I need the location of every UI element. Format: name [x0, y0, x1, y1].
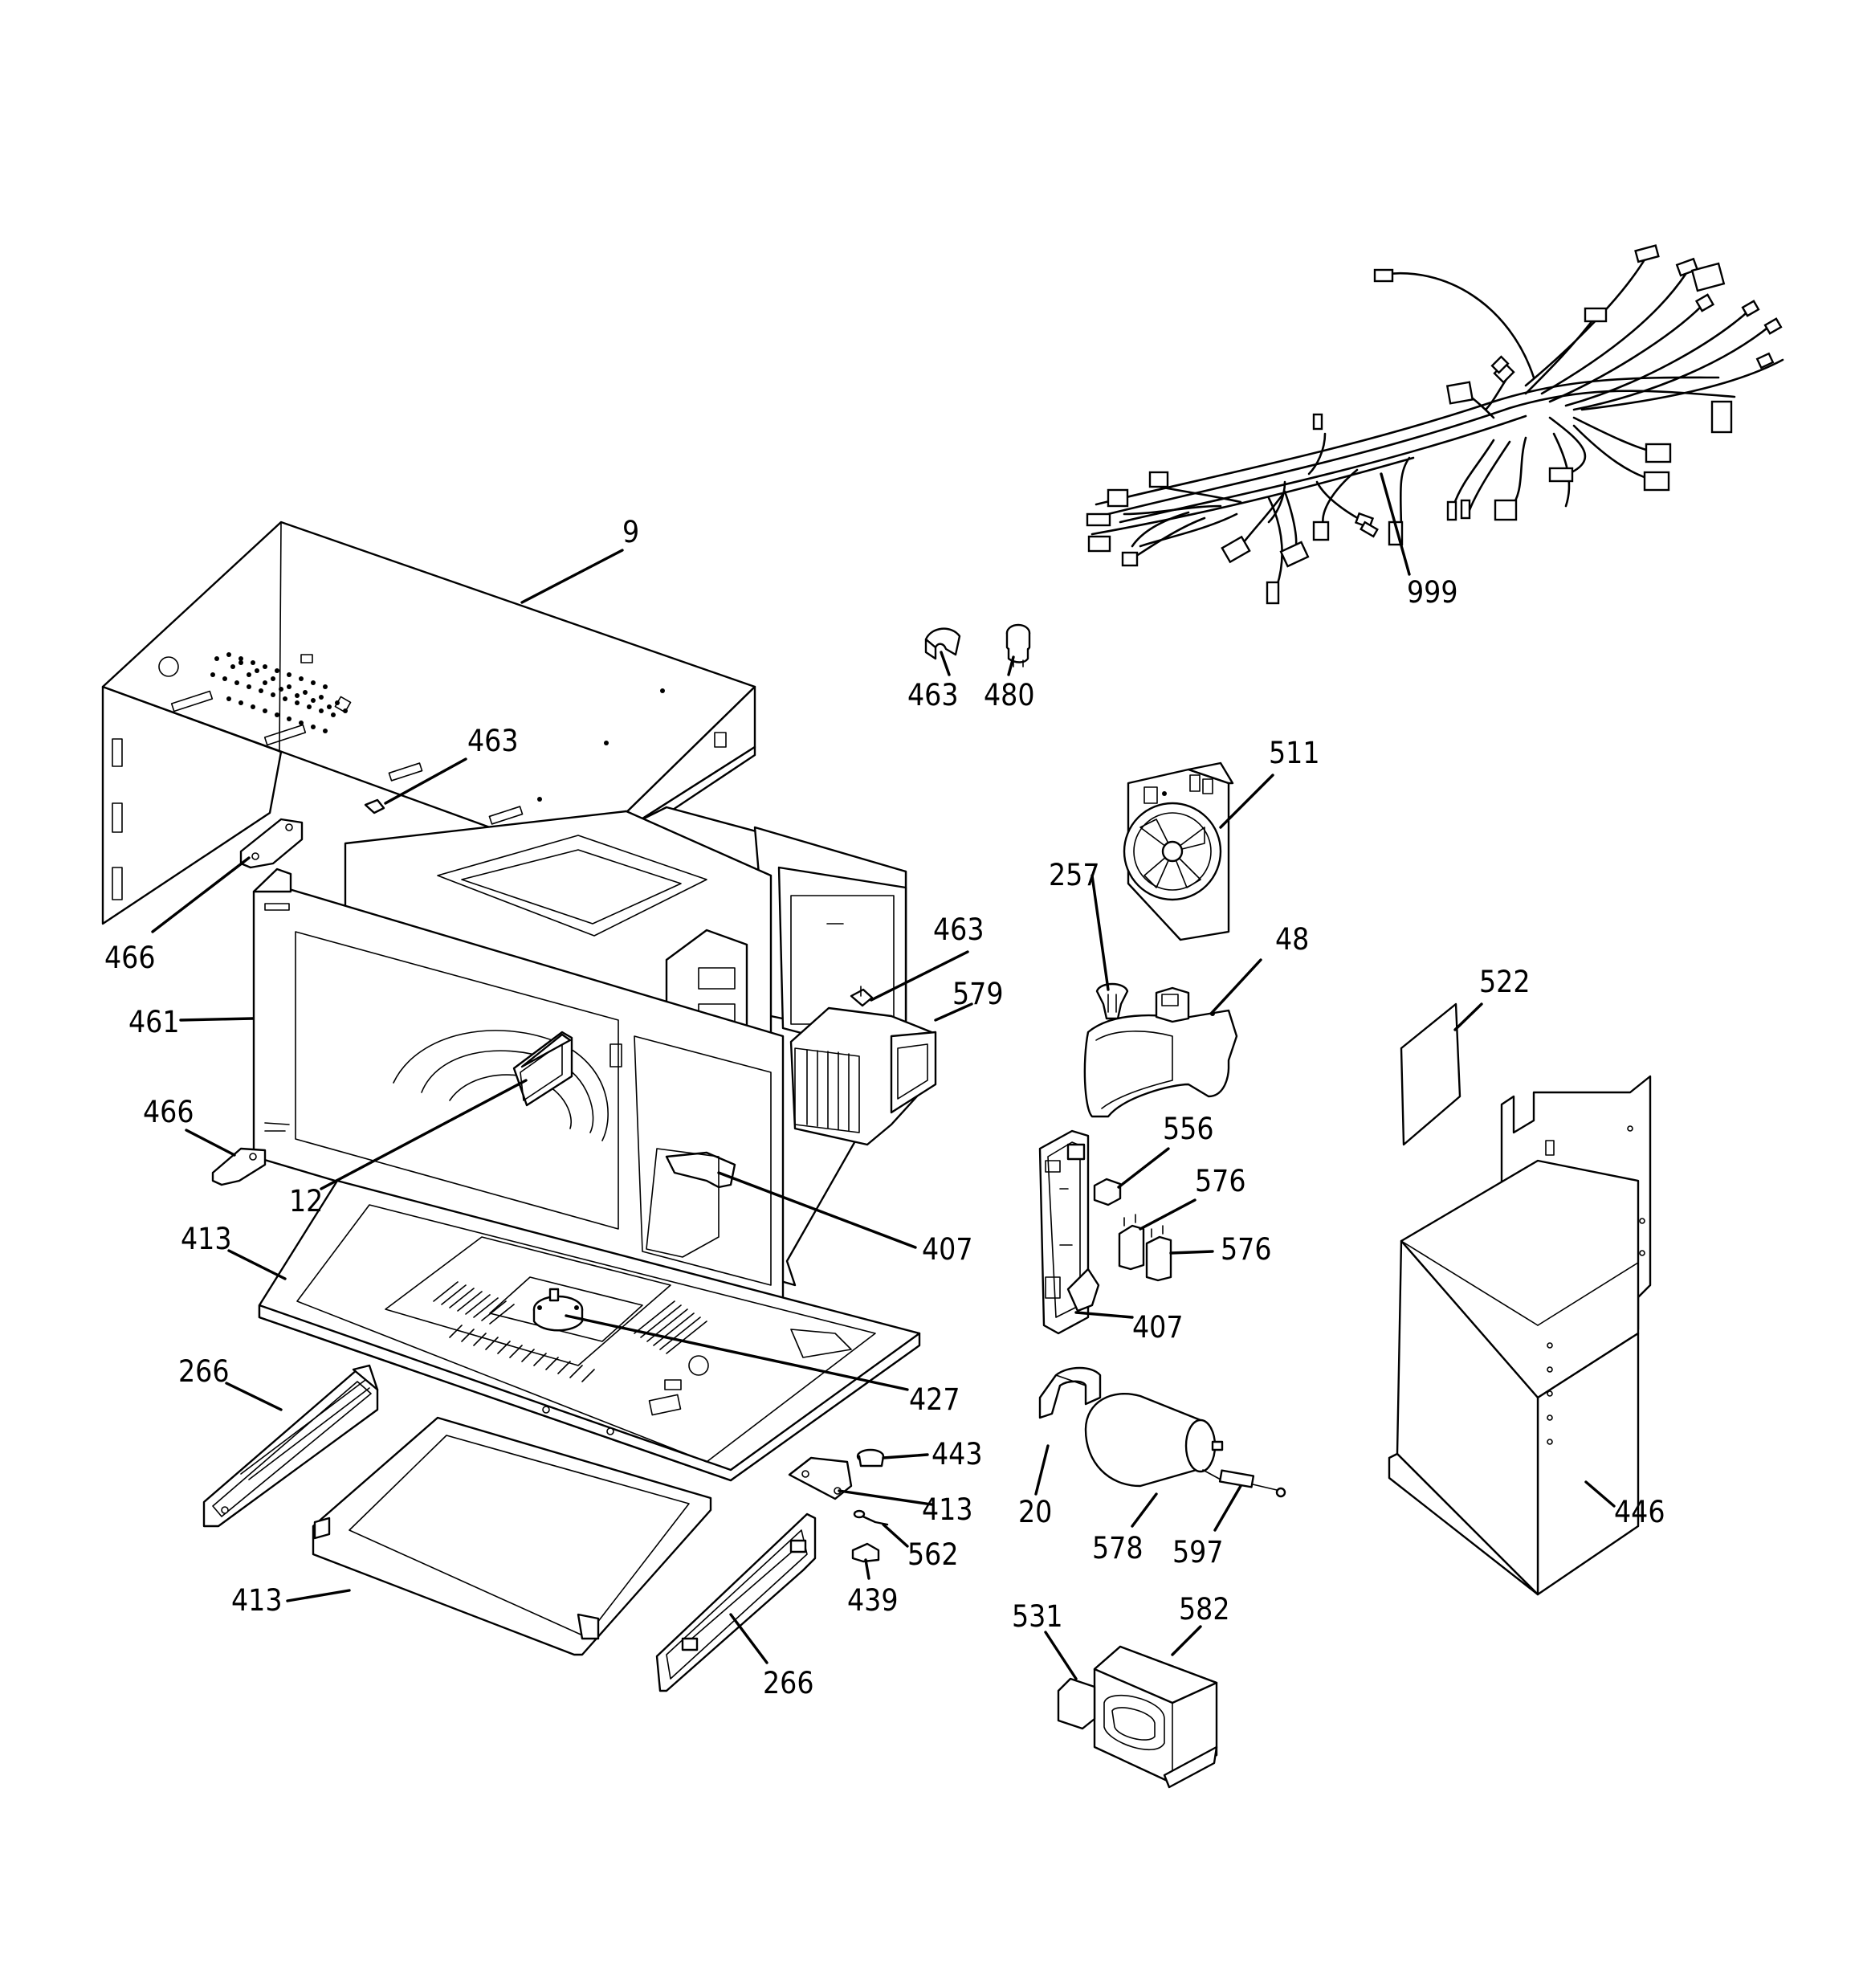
callout-labels: 9 999 463 480 463 511 257 466 463 48 579…: [104, 515, 1665, 1700]
callout-461: 461: [128, 1005, 180, 1039]
callout-556: 556: [1163, 1112, 1214, 1146]
switch-part-576[interactable]: [1118, 1214, 1145, 1271]
callout-9: 9: [622, 515, 639, 549]
callout-407: 407: [922, 1232, 973, 1267]
bottom-tray-part-413[interactable]: [312, 1416, 712, 1656]
wire-part-562[interactable]: [853, 1509, 889, 1526]
callout-597: 597: [1172, 1535, 1224, 1570]
bracket-part-466-lower[interactable]: [211, 1147, 267, 1186]
magnetron-part-579[interactable]: [789, 986, 937, 1146]
callout-999: 999: [1407, 575, 1458, 610]
callout-531: 531: [1012, 1599, 1063, 1634]
hv-transformer-part-582[interactable]: [1093, 1645, 1218, 1789]
rail-part-266[interactable]: [202, 1364, 379, 1528]
capacitor-bracket-part-20[interactable]: [1038, 1366, 1102, 1419]
fan-motor-part-511[interactable]: [1123, 761, 1234, 941]
callout-576: 576: [1195, 1164, 1246, 1198]
clip-part-463-small[interactable]: [924, 627, 961, 660]
diode-part-597[interactable]: [1202, 1469, 1286, 1498]
interlock-switch-part-407[interactable]: [1038, 1129, 1100, 1335]
harness-connectors: [1086, 244, 1783, 605]
callout-413: 413: [922, 1492, 973, 1527]
switch-part-576-lower[interactable]: [1145, 1225, 1172, 1282]
rail-part-266-right[interactable]: [655, 1512, 817, 1692]
callout-413: 413: [231, 1583, 283, 1618]
manual-part-522[interactable]: [1400, 1002, 1461, 1146]
vent-perforations: [210, 652, 348, 733]
switch-part-556[interactable]: [1093, 1178, 1122, 1206]
clip-part-463[interactable]: [364, 798, 385, 814]
capacitor-part-578[interactable]: [1084, 1392, 1224, 1488]
callout-413: 413: [181, 1222, 232, 1256]
knob-part-480[interactable]: [1005, 623, 1031, 667]
air-duct-part-48[interactable]: [1083, 986, 1238, 1118]
fuse-clip-part-439[interactable]: [851, 1542, 880, 1563]
callout-562: 562: [907, 1537, 959, 1572]
callout-463: 463: [933, 912, 984, 947]
callout-463: 463: [467, 724, 519, 758]
callout-582: 582: [1179, 1592, 1230, 1627]
wire-harness-part-999[interactable]: [1086, 244, 1784, 605]
callout-266: 266: [763, 1666, 814, 1700]
callout-466: 466: [104, 941, 156, 975]
callout-480: 480: [984, 678, 1035, 712]
callout-463: 463: [907, 678, 959, 712]
callout-20: 20: [1018, 1495, 1052, 1529]
callout-466: 466: [143, 1095, 194, 1129]
leader-lines: [151, 472, 1616, 1680]
callout-443: 443: [932, 1437, 983, 1472]
callout-522: 522: [1479, 965, 1531, 999]
callout-579: 579: [952, 977, 1004, 1011]
callout-427: 427: [909, 1382, 960, 1417]
callout-511: 511: [1269, 736, 1320, 770]
callout-48: 48: [1275, 922, 1309, 957]
callout-576: 576: [1221, 1232, 1272, 1267]
callout-407: 407: [1132, 1310, 1184, 1345]
hv-fuse-part-531[interactable]: [1057, 1677, 1096, 1730]
front-frame-part-461[interactable]: [252, 867, 785, 1315]
base-plate-part-413[interactable]: [258, 1179, 921, 1482]
control-panel-box-part-446[interactable]: [1388, 1075, 1652, 1596]
callout-266: 266: [178, 1354, 230, 1389]
lamp-part-257[interactable]: [1095, 982, 1129, 1020]
callout-12: 12: [289, 1184, 323, 1219]
callout-578: 578: [1092, 1531, 1143, 1565]
callout-446: 446: [1614, 1495, 1665, 1529]
thermostat-part-443[interactable]: [856, 1448, 885, 1468]
thermostat-bracket-part-413[interactable]: [788, 1456, 853, 1500]
callout-439: 439: [847, 1583, 899, 1618]
callout-257: 257: [1049, 858, 1100, 892]
